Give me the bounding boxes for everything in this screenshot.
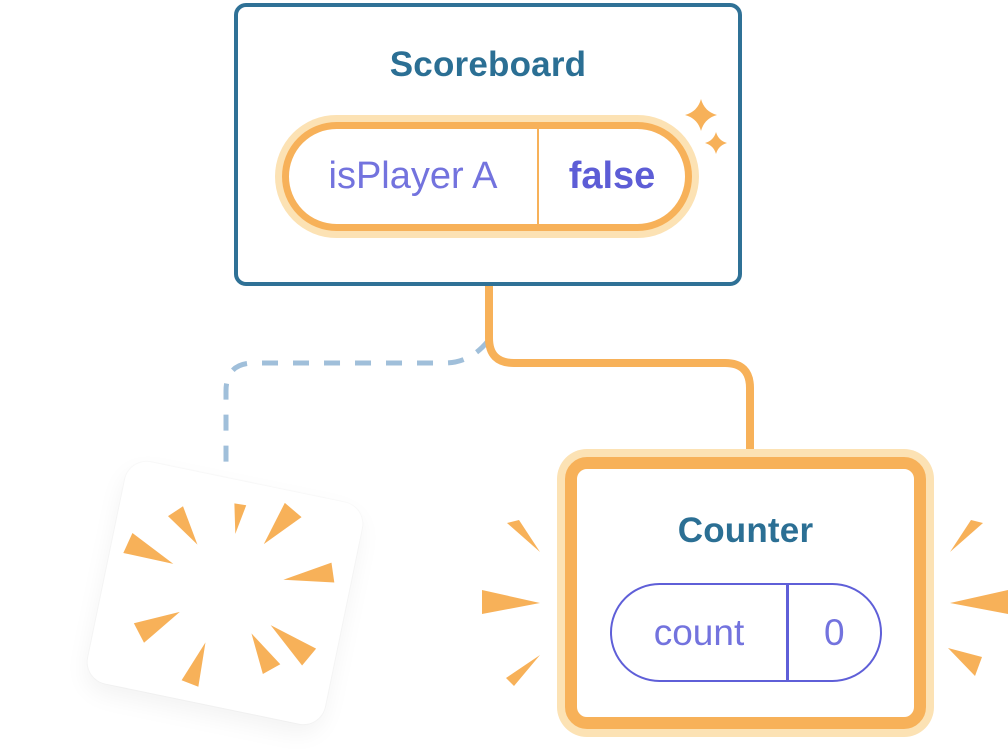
scoreboard-state-pill: isPlayer A false	[282, 122, 692, 231]
emphasis-rays-icon	[482, 520, 1008, 686]
scoreboard-title: Scoreboard	[389, 45, 587, 84]
poof-burst-icon	[123, 502, 335, 687]
sparkle-icon	[685, 99, 727, 154]
state-name-label: isPlayer A	[328, 155, 498, 197]
pill-divider	[786, 585, 789, 680]
state-value-label: false	[568, 155, 656, 197]
state-name-label: count	[653, 611, 745, 653]
pill-divider	[537, 129, 539, 224]
counter-state-pill: count 0	[610, 583, 882, 682]
removed-child-edge	[223, 339, 490, 465]
counter-title: Counter	[677, 511, 814, 550]
scoreboard-card: Scoreboard isPlayer A false	[234, 3, 742, 286]
state-value-label: 0	[823, 611, 845, 653]
counter-card: Counter count 0	[565, 457, 926, 729]
destroyed-component-card	[83, 457, 367, 729]
parent-child-edge	[485, 283, 754, 453]
